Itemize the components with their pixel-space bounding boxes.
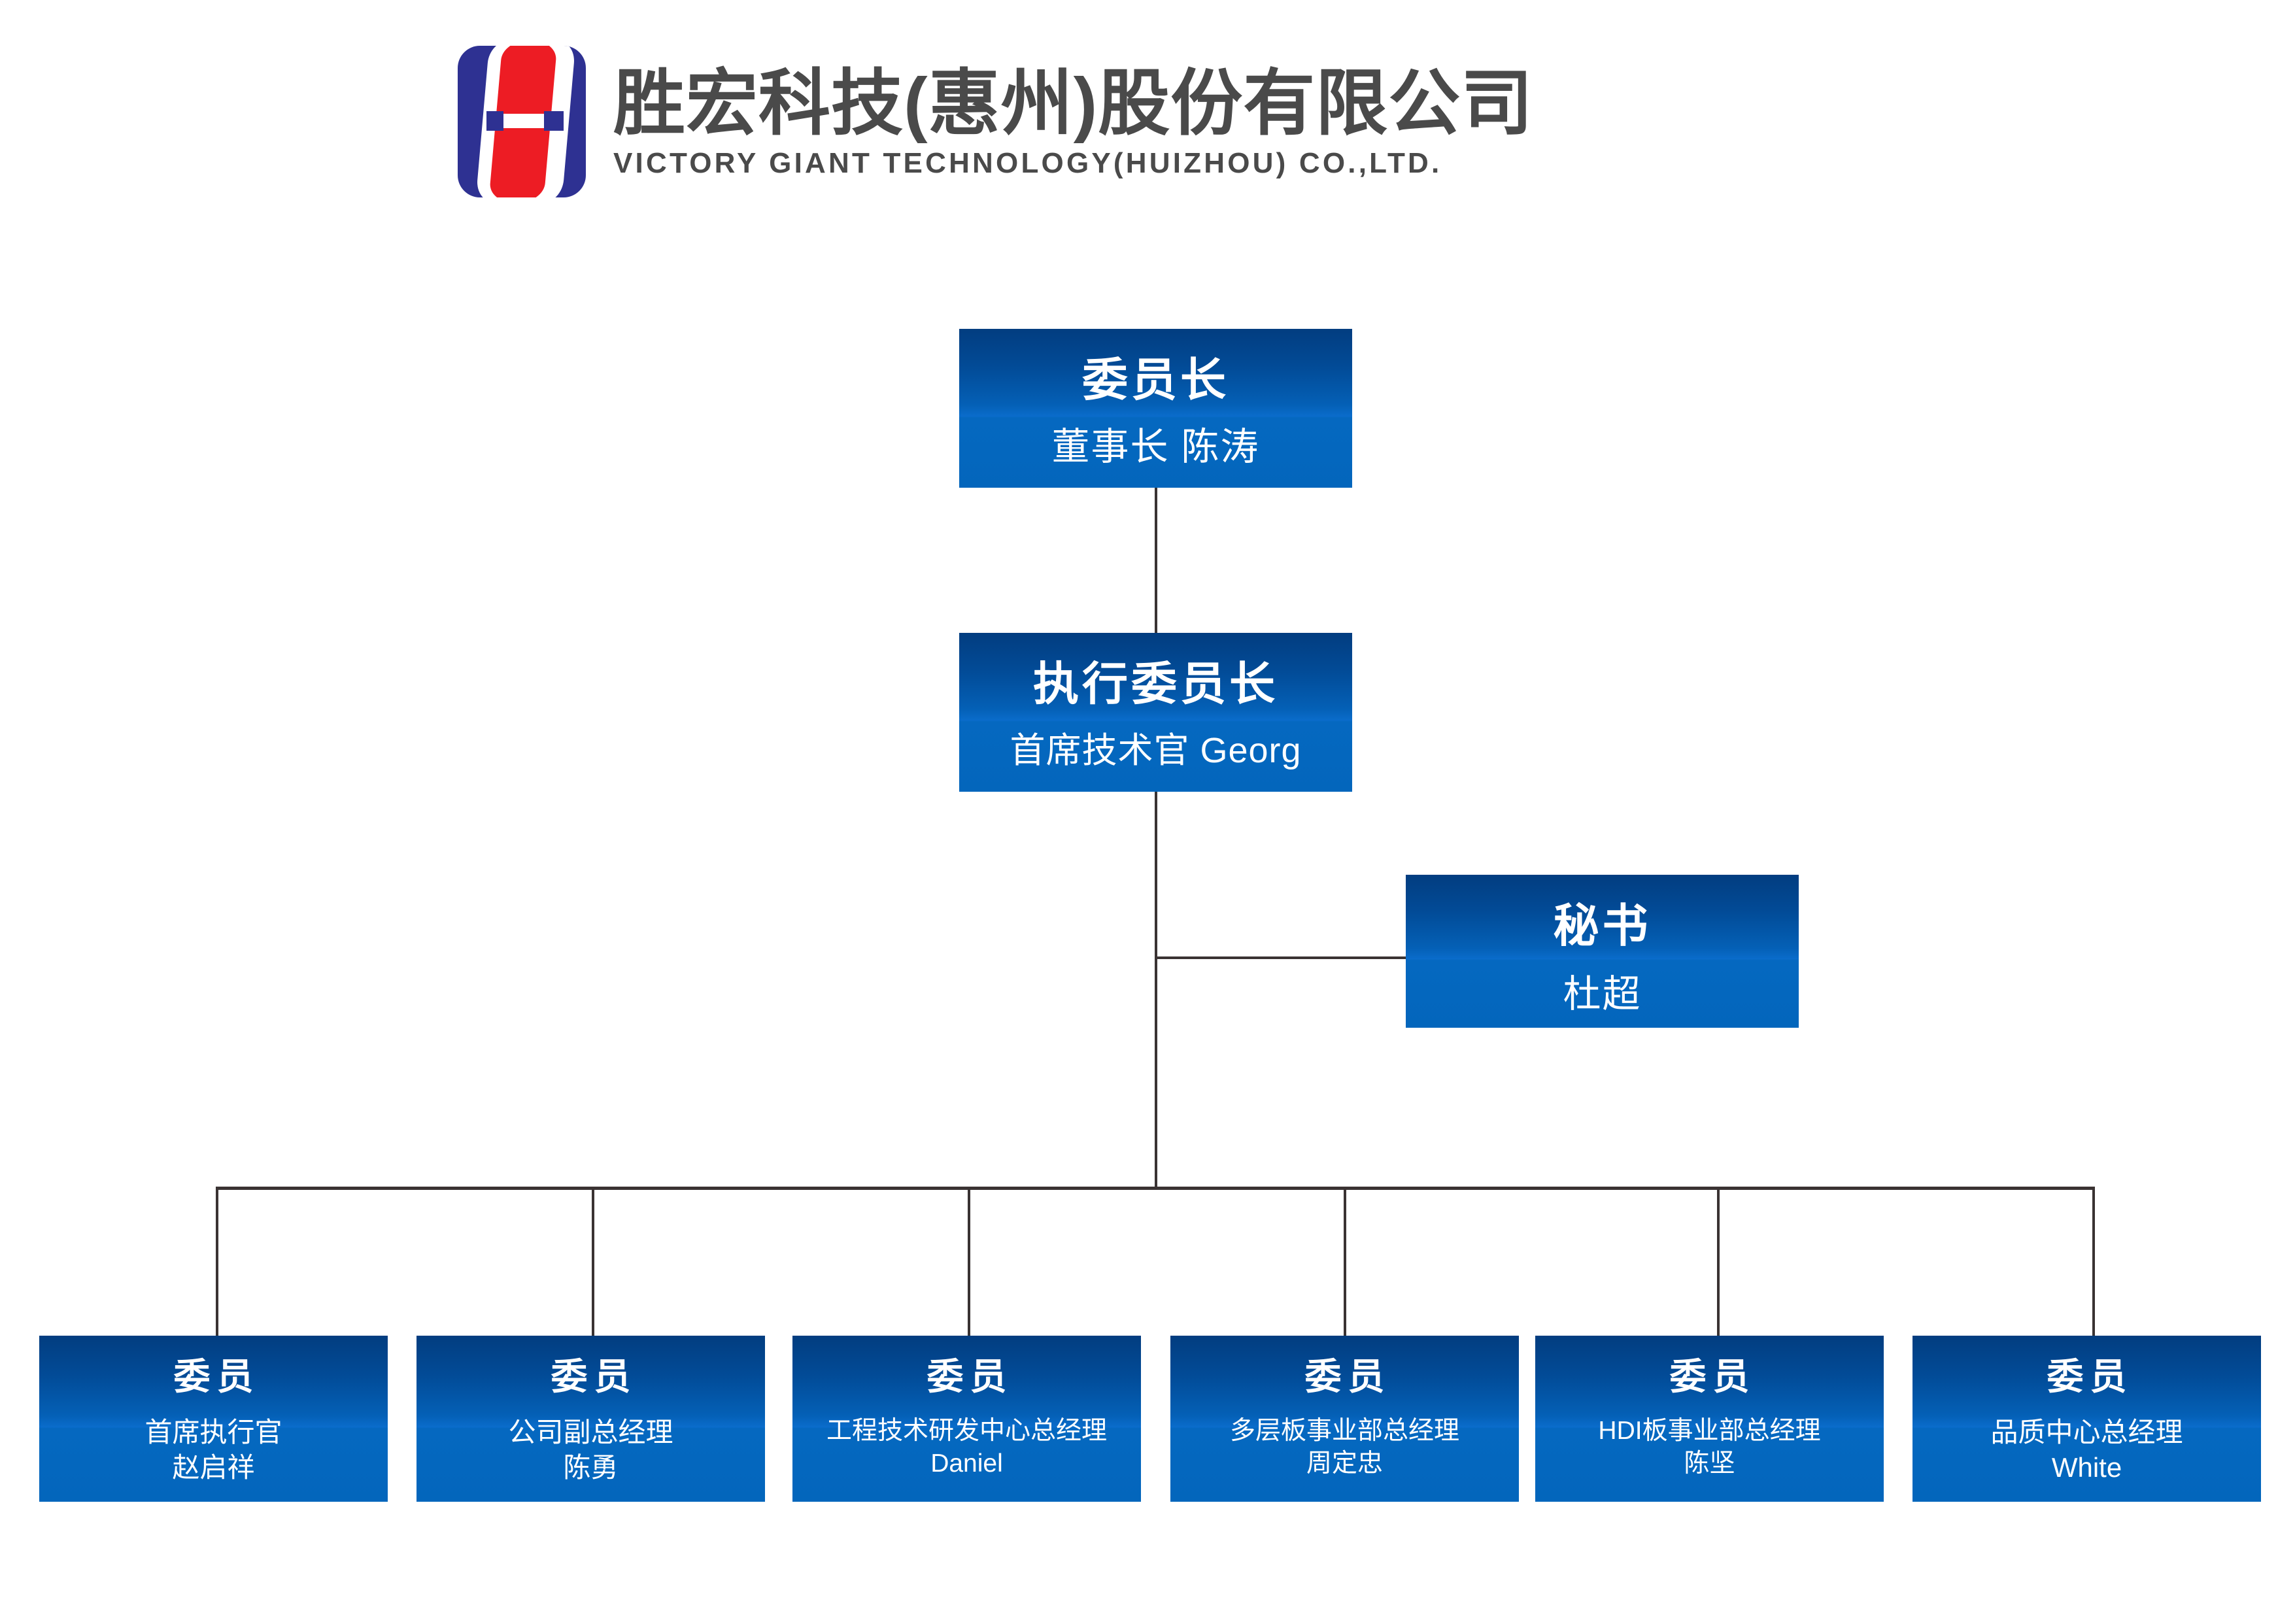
member-person: White [2051,1451,2122,1483]
org-node-member-quality-gm[interactable]: 委员 品质中心总经理 White [1912,1336,2261,1502]
org-node-member-rnd-gm-title: 委员 [926,1356,1013,1397]
brand-text-block: 胜宏科技(惠州)股份有限公司 VICTORY GIANT TECHNOLOGY(… [613,63,1533,180]
member-role: 工程技术研发中心总经理 [826,1417,1107,1445]
member-role: 品质中心总经理 [1990,1417,2183,1447]
org-node-member-ceo[interactable]: 委员 首席执行官 赵启祥 [39,1336,388,1502]
org-node-member-multilayer-gm[interactable]: 委员 多层板事业部总经理 周定忠 [1170,1336,1519,1502]
connector-member-bus-bar [216,1187,2095,1190]
org-node-member-deputy-gm-subtitle: 公司副总经理 陈勇 [508,1415,673,1485]
org-node-member-quality-gm-title: 委员 [2047,1356,2134,1397]
connector-drop-member-4 [1344,1189,1346,1338]
connector-drop-member-1 [216,1189,218,1338]
member-role: 多层板事业部总经理 [1229,1417,1459,1445]
org-node-member-hdi-gm[interactable]: 委员 HDI板事业部总经理 陈坚 [1535,1336,1884,1502]
connector-drop-member-5 [1717,1189,1720,1338]
company-brand-header: 胜宏科技(惠州)股份有限公司 VICTORY GIANT TECHNOLOGY(… [458,46,1533,197]
org-node-member-rnd-gm[interactable]: 委员 工程技术研发中心总经理 Daniel [792,1336,1141,1502]
member-person: Daniel [930,1449,1003,1478]
org-node-chairman-title: 委员长 [1082,354,1229,405]
member-person: 陈坚 [1684,1449,1735,1478]
logo-notch-right [544,111,564,131]
victory-giant-logo-icon [458,46,586,197]
org-node-member-hdi-gm-subtitle: HDI板事业部总经理 陈坚 [1598,1415,1820,1480]
org-node-member-hdi-gm-title: 委员 [1669,1356,1756,1397]
org-node-member-deputy-gm-title: 委员 [551,1356,638,1397]
member-role: HDI板事业部总经理 [1598,1417,1821,1445]
org-node-chairman-subtitle: 董事长 陈涛 [1051,426,1260,468]
org-node-member-ceo-title: 委员 [173,1356,260,1397]
company-name-cn: 胜宏科技(惠州)股份有限公司 [613,63,1534,144]
org-node-member-multilayer-gm-subtitle: 多层板事业部总经理 周定忠 [1230,1415,1459,1480]
org-node-exec-chairman[interactable]: 执行委员长 首席技术官 Georg [959,633,1352,792]
connector-exec-trunk [1155,792,1157,1189]
logo-notch-left [486,111,503,131]
org-node-member-rnd-gm-subtitle: 工程技术研发中心总经理 Daniel [826,1415,1107,1480]
org-node-secretary-title: 秘书 [1553,900,1652,951]
member-person: 周定忠 [1306,1449,1383,1478]
member-person: 陈勇 [563,1451,619,1483]
member-role: 公司副总经理 [508,1417,673,1447]
org-node-member-quality-gm-subtitle: 品质中心总经理 White [1990,1415,2183,1485]
connector-drop-member-3 [968,1189,970,1338]
company-name-en: VICTORY GIANT TECHNOLOGY(HUIZHOU) CO.,LT… [613,147,1442,180]
connector-chairman-to-exec [1155,488,1157,633]
org-node-member-multilayer-gm-title: 委员 [1304,1356,1391,1397]
org-node-chairman[interactable]: 委员长 董事长 陈涛 [959,329,1352,488]
member-person: 赵启祥 [172,1451,255,1483]
member-role: 首席执行官 [144,1417,282,1447]
connector-exec-to-secretary [1155,956,1407,959]
org-node-member-ceo-subtitle: 首席执行官 赵启祥 [144,1415,282,1485]
org-node-exec-chairman-subtitle: 首席技术官 Georg [1010,731,1302,770]
org-node-exec-chairman-title: 执行委员长 [1033,658,1278,709]
connector-drop-member-2 [592,1189,594,1338]
org-node-secretary-subtitle: 杜超 [1563,973,1642,1015]
org-node-secretary[interactable]: 秘书 杜超 [1406,875,1799,1028]
connector-drop-member-6 [2092,1189,2095,1338]
org-node-member-deputy-gm[interactable]: 委员 公司副总经理 陈勇 [416,1336,765,1502]
